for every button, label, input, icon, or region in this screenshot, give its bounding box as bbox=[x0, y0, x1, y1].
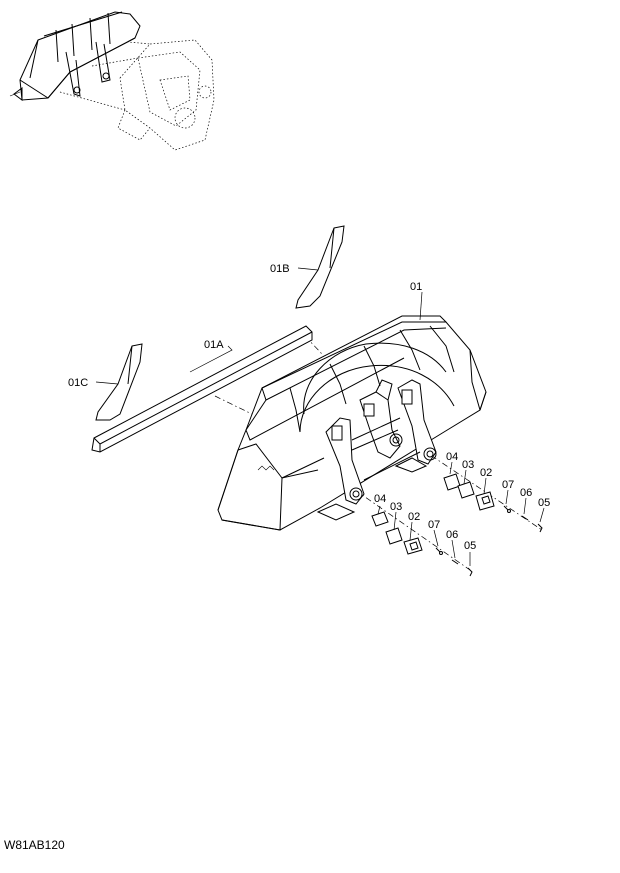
label-part-04-left: 04 bbox=[374, 493, 386, 505]
part-01C-side-edge-left bbox=[95, 343, 143, 421]
label-part-05-left: 05 bbox=[464, 540, 476, 552]
part-03-shim-left bbox=[385, 527, 403, 545]
label-part-07-left: 07 bbox=[428, 519, 440, 531]
part-05-bolt-left bbox=[467, 567, 473, 577]
part-07-pin-right bbox=[503, 505, 509, 511]
label-part-01C: 01C bbox=[68, 377, 88, 389]
part-03-shim-right bbox=[457, 481, 475, 499]
part-01B-side-edge-right bbox=[295, 225, 345, 309]
label-part-05-right: 05 bbox=[538, 497, 550, 509]
hardware-set-left bbox=[371, 511, 473, 577]
label-part-04-right: 04 bbox=[446, 451, 458, 463]
part-06-washer-small-right bbox=[521, 515, 529, 521]
part-05-bolt-right bbox=[537, 523, 543, 533]
label-part-03-right: 03 bbox=[462, 459, 474, 471]
label-part-07-right: 07 bbox=[502, 479, 514, 491]
part-01-bucket bbox=[217, 315, 487, 531]
thumbnail-bucket bbox=[9, 11, 141, 101]
part-02-plate-right bbox=[475, 491, 495, 511]
hardware-set-right bbox=[443, 473, 543, 533]
part-02-plate-left bbox=[403, 537, 423, 555]
part-07-pin-left bbox=[435, 547, 441, 553]
label-part-06-right: 06 bbox=[520, 487, 532, 499]
part-04-washer-right bbox=[443, 473, 461, 491]
label-part-03-left: 03 bbox=[390, 501, 402, 513]
drawing-code: W81AB120 bbox=[4, 838, 65, 852]
label-part-06-left: 06 bbox=[446, 529, 458, 541]
label-part-01: 01 bbox=[410, 281, 422, 293]
overview-thumbnail bbox=[9, 11, 215, 151]
label-part-02-right: 02 bbox=[480, 467, 492, 479]
part-labels: 01B 01 01A 01C 04 03 02 07 06 05 04 03 0… bbox=[68, 263, 550, 552]
part-01A-cutting-edge bbox=[91, 325, 313, 453]
label-part-02-left: 02 bbox=[408, 511, 420, 523]
part-06-washer-small-left bbox=[451, 559, 459, 565]
part-04-washer-left bbox=[371, 511, 389, 527]
leader-lines bbox=[95, 267, 545, 566]
label-part-01B: 01B bbox=[270, 263, 290, 275]
label-part-01A: 01A bbox=[204, 339, 224, 351]
main-exploded-view: 01B 01 01A 01C 04 03 02 07 06 05 04 03 0… bbox=[68, 225, 550, 577]
